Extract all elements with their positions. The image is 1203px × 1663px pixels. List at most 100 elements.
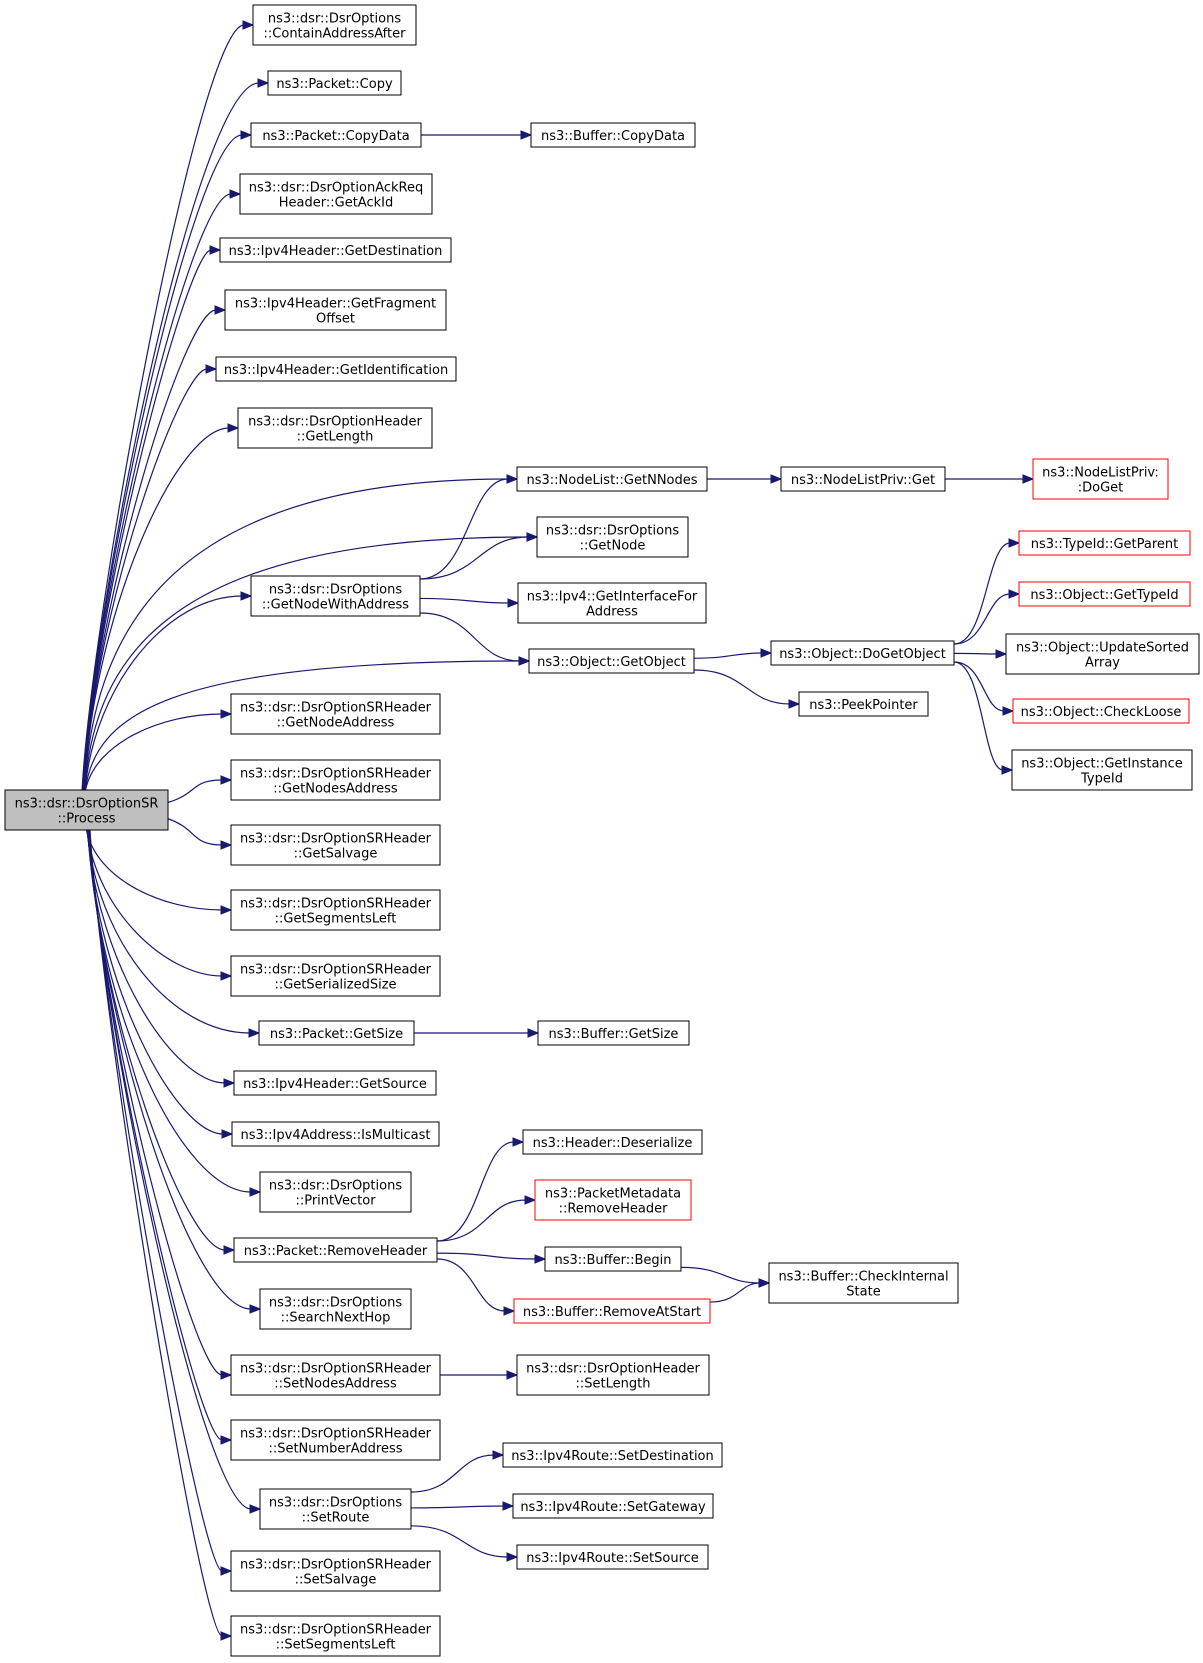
node-sr[interactable]: ns3::dsr::DsrOptions::SetRoute (259, 1488, 412, 1530)
edge-root-to-sr (88, 829, 262, 1514)
node-ssal[interactable]: ns3::dsr::DsrOptionSRHeader::SetSalvage (230, 1550, 441, 1592)
node-label: ::GetLength (297, 430, 374, 445)
node-n8[interactable]: ns3::dsr::DsrOptionHeader::GetLength (237, 407, 433, 449)
edge-arrowhead (220, 1370, 233, 1380)
edge-line (83, 368, 208, 791)
node-n5[interactable]: ns3::Ipv4Header::GetDestination (219, 237, 452, 263)
node-ogt[interactable]: ns3::Object::GetTypeId (1018, 581, 1191, 607)
node-ism[interactable]: ns3::Ipv4Address::IsMulticast (231, 1121, 440, 1147)
node-label: ns3::dsr::DsrOptionHeader (526, 1362, 700, 1377)
node-ohsl[interactable]: ns3::dsr::DsrOptionHeader::SetLength (516, 1354, 710, 1396)
node-gss[interactable]: ns3::dsr::DsrOptionSRHeader::GetSerializ… (230, 955, 441, 997)
node-gsal[interactable]: ns3::dsr::DsrOptionSRHeader::GetSalvage (230, 824, 441, 866)
node-box (215, 356, 457, 382)
node-n3a[interactable]: ns3::Buffer::CopyData (530, 122, 696, 148)
node-label: ns3::NodeListPriv: (1042, 466, 1159, 481)
node-dgo[interactable]: ns3::Object::DoGetObject (770, 640, 955, 666)
node-label: ns3::Ipv4Header::GetSource (243, 1077, 427, 1092)
node-label: ns3::dsr::DsrOptions (269, 583, 402, 598)
node-label: ns3::Ipv4::GetInterfaceFor (527, 590, 698, 605)
node-n3[interactable]: ns3::Packet::CopyData (250, 122, 422, 148)
node-gna[interactable]: ns3::dsr::DsrOptionSRHeader::GetNodeAddr… (230, 693, 441, 735)
edge-arrowhead (1001, 765, 1014, 775)
node-gnode[interactable]: ns3::dsr::DsrOptions::GetNode (536, 516, 689, 558)
edge-dgo-to-ogt (953, 589, 1021, 645)
node-bbeg[interactable]: ns3::Buffer::Begin (544, 1246, 682, 1272)
edge-line (419, 536, 529, 580)
edge-line (86, 829, 251, 1034)
node-label: ::SetNodesAddress (274, 1377, 397, 1392)
node-n7[interactable]: ns3::Ipv4Header::GetIdentification (215, 356, 457, 382)
edge-arrowhead (249, 1304, 262, 1314)
node-label: ns3::dsr::DsrOptionSRHeader (240, 832, 432, 847)
node-bgs[interactable]: ns3::Buffer::GetSize (537, 1020, 690, 1046)
edge-arrowhead (1008, 538, 1021, 548)
edge-arrowhead (503, 1306, 516, 1316)
node-n2[interactable]: ns3::Packet::Copy (267, 70, 402, 96)
node-rss[interactable]: ns3::Ipv4Route::SetSource (516, 1544, 709, 1570)
node-box (1032, 458, 1169, 500)
edge-snsa-to-ohsl (439, 1370, 519, 1380)
node-box (522, 1129, 703, 1155)
node-pgs[interactable]: ns3::Packet::GetSize (258, 1020, 415, 1046)
node-box (230, 955, 441, 997)
edge-line (83, 478, 509, 791)
node-label: ::GetNodeAddress (277, 716, 395, 731)
node-n4[interactable]: ns3::dsr::DsrOptionAckReqHeader::GetAckI… (239, 173, 433, 215)
node-label: ns3::Ipv4Route::SetSource (526, 1551, 699, 1566)
node-snh[interactable]: ns3::dsr::DsrOptions::SearchNextHop (259, 1288, 412, 1330)
edge-line (953, 542, 1011, 645)
node-label: ns3::PeekPointer (809, 698, 918, 713)
edge-root-to-gnsa (167, 775, 233, 804)
node-n1[interactable]: ns3::dsr::DsrOptions::ContainAddressAfte… (252, 4, 417, 46)
edge-gobj-to-peek (693, 669, 801, 709)
node-root[interactable]: ns3::dsr::DsrOptionSR::Process (4, 789, 169, 831)
edge-bras-to-bcis (709, 1278, 771, 1303)
node-gnsa[interactable]: ns3::dsr::DsrOptionSRHeader::GetNodesAdd… (230, 759, 441, 801)
edge-root-to-gss (86, 829, 233, 981)
node-tgp[interactable]: ns3::TypeId::GetParent (1018, 530, 1191, 556)
edge-line (410, 1454, 495, 1493)
node-label: ns3::Buffer::CopyData (541, 129, 685, 144)
node-snum[interactable]: ns3::dsr::DsrOptionSRHeader::SetNumberAd… (230, 1419, 441, 1461)
node-prh[interactable]: ns3::Packet::RemoveHeader (233, 1237, 438, 1263)
node-label: :DoGet (1078, 481, 1124, 496)
node-peek[interactable]: ns3::PeekPointer (798, 691, 929, 717)
edge-line (82, 134, 243, 791)
node-label: ::SetNumberAddress (268, 1442, 402, 1457)
node-snsa[interactable]: ns3::dsr::DsrOptionSRHeader::SetNodesAdd… (230, 1354, 441, 1396)
edge-arrowhead (227, 423, 240, 433)
node-box (798, 691, 929, 717)
node-box (230, 693, 441, 735)
node-nlp[interactable]: ns3::NodeListPriv::Get (780, 466, 946, 492)
node-label: ns3::Object::CheckLoose (1021, 705, 1182, 720)
node-bras[interactable]: ns3::Buffer::RemoveAtStart (513, 1298, 711, 1324)
node-label: ns3::dsr::DsrOptionSRHeader (240, 701, 432, 716)
edge-root-to-n8 (83, 423, 240, 791)
edge-arrowhead (534, 1254, 547, 1264)
node-nlpd[interactable]: ns3::NodeListPriv::DoGet (1032, 458, 1169, 500)
edge-arrowhead (1002, 706, 1015, 716)
node-rsg[interactable]: ns3::Ipv4Route::SetGateway (512, 1493, 714, 1519)
node-box (237, 407, 433, 449)
node-gnwa[interactable]: ns3::dsr::DsrOptions::GetNodeWithAddress (250, 575, 421, 617)
node-gsl[interactable]: ns3::dsr::DsrOptionSRHeader::GetSegments… (230, 889, 441, 931)
node-rsd[interactable]: ns3::Ipv4Route::SetDestination (502, 1442, 723, 1468)
node-nn[interactable]: ns3::NodeList::GetNNodes (516, 466, 708, 492)
node-gobj[interactable]: ns3::Object::GetObject (528, 648, 695, 674)
node-ocl[interactable]: ns3::Object::CheckLoose (1012, 698, 1190, 724)
node-pmrh[interactable]: ns3::PacketMetadata::RemoveHeader (534, 1179, 692, 1221)
edge-line (693, 669, 791, 705)
node-box (1011, 749, 1193, 791)
node-gsrc[interactable]: ns3::Ipv4Header::GetSource (233, 1070, 437, 1096)
node-hdes[interactable]: ns3::Header::Deserialize (522, 1129, 703, 1155)
node-box (517, 582, 707, 624)
node-ssl[interactable]: ns3::dsr::DsrOptionSRHeader::SetSegments… (230, 1615, 441, 1657)
node-pv[interactable]: ns3::dsr::DsrOptions::PrintVector (259, 1171, 412, 1213)
edge-arrowhead (248, 1028, 261, 1038)
